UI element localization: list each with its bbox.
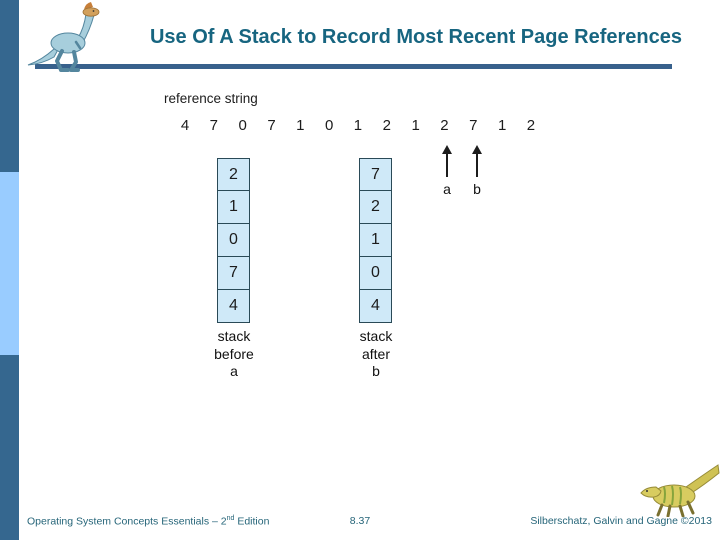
reference-digit: 2 <box>440 117 449 134</box>
stack-after-b: 7 2 1 0 4 <box>359 158 392 323</box>
caption-line: b <box>372 363 380 379</box>
footer-edition-text: Edition <box>234 515 270 528</box>
stack-cell: 4 <box>217 290 250 323</box>
footer-book-title-text: Operating System Concepts Essentials – 2 <box>27 515 227 528</box>
slide-edge-bar-middle <box>0 172 19 355</box>
caption-line: after <box>361 345 390 362</box>
reference-digit: 2 <box>382 117 391 134</box>
stack-before-a: 2 1 0 7 4 <box>217 158 250 323</box>
slide-title: Use Of A Stack to Record Most Recent Pag… <box>149 26 683 48</box>
reference-digit: 0 <box>238 117 247 134</box>
up-arrow-icon <box>472 145 482 154</box>
dinosaur-logo-icon <box>27 2 100 72</box>
stack-cell: 2 <box>217 158 250 191</box>
reference-digit: 0 <box>324 117 334 134</box>
slide-edge-bar-bottom <box>0 355 19 540</box>
stack-cell: 0 <box>359 257 392 290</box>
footer-edition-superscript: nd <box>226 515 235 522</box>
reference-string-label: reference string <box>164 91 258 106</box>
slide-edge-bar-top <box>0 0 19 172</box>
pointer-arrow-b: b <box>467 145 487 197</box>
caption-line: before <box>214 345 254 362</box>
reference-digit: 2 <box>526 117 536 134</box>
stack-cell: 7 <box>217 257 250 290</box>
dinosaur-logo-icon <box>640 464 720 517</box>
stack-cell: 2 <box>359 191 392 224</box>
arrow-a-label: a <box>443 181 451 197</box>
slide-edge-bar <box>0 0 19 540</box>
reference-digit: 7 <box>209 117 218 134</box>
title-divider <box>35 64 672 69</box>
reference-digit: 1 <box>296 117 305 134</box>
stack-after-b-caption: stack after b <box>336 328 416 381</box>
arrow-b-label: b <box>473 181 481 197</box>
stack-cell: 7 <box>359 158 392 191</box>
stack-cell: 4 <box>359 290 392 323</box>
caption-line: a <box>230 363 238 379</box>
stack-before-a-caption: stack before a <box>194 328 274 381</box>
footer-authors: Silberschatz, Galvin and Gagne ©2013 <box>530 515 712 527</box>
up-arrow-icon <box>442 145 452 154</box>
reference-digit: 1 <box>497 117 507 134</box>
pointer-arrow-a: a <box>437 145 457 197</box>
reference-digit: 4 <box>180 117 190 134</box>
reference-digit: 1 <box>411 117 420 134</box>
stack-cell: 1 <box>217 191 250 224</box>
reference-string-row: 4 7 0 7 1 0 1 2 1 2 7 1 2 <box>176 117 540 134</box>
footer-book-title: Operating System Concepts Essentials – 2… <box>27 515 269 528</box>
reference-digit: 1 <box>353 117 363 134</box>
slide-page-number: 8.37 <box>349 515 371 527</box>
arrow-shaft <box>476 154 478 177</box>
reference-digit: 7 <box>267 117 276 134</box>
stack-cell: 1 <box>359 224 392 257</box>
reference-digit: 7 <box>469 117 478 134</box>
arrow-shaft <box>446 154 448 177</box>
stack-cell: 0 <box>217 224 250 257</box>
caption-line: stack <box>359 328 393 344</box>
caption-line: stack <box>217 328 251 344</box>
